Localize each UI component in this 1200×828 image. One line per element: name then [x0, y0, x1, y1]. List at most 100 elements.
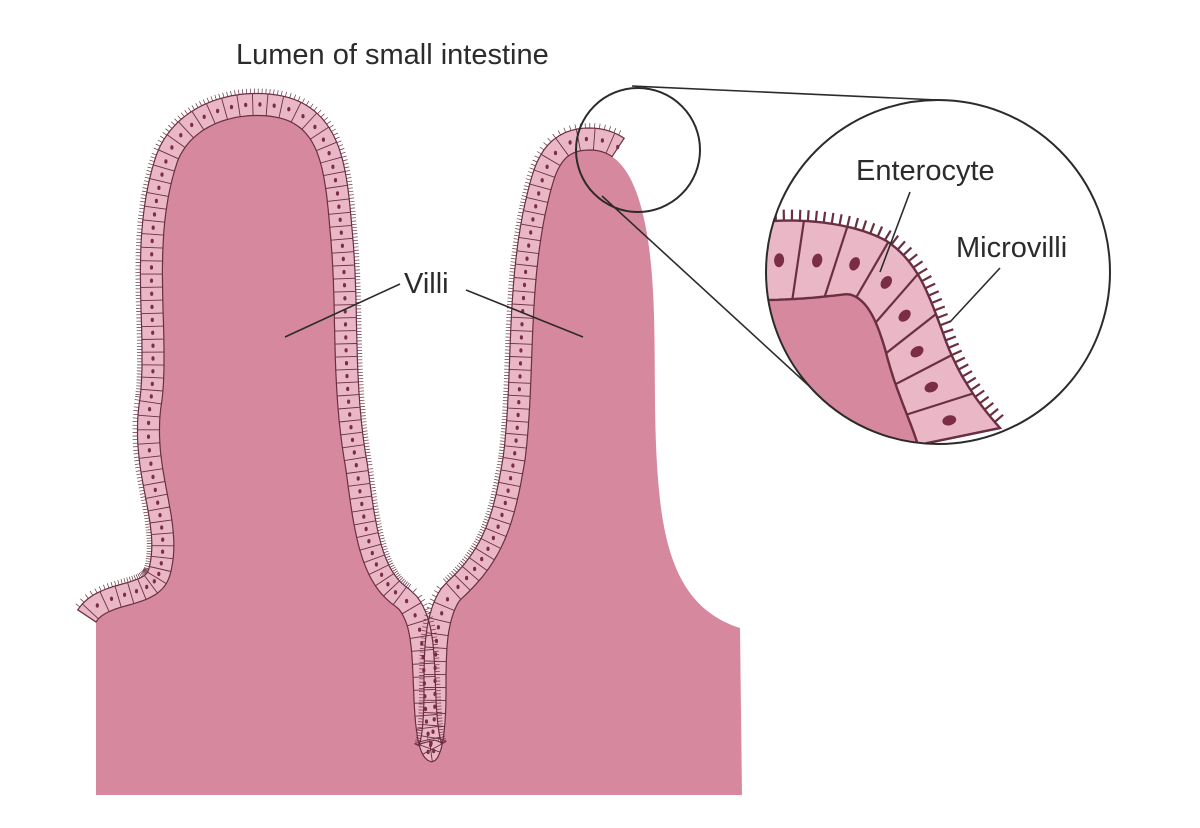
cell-nucleus [272, 103, 276, 108]
microvillus [350, 214, 356, 216]
cell-wall [515, 263, 538, 267]
microvillus [350, 210, 356, 213]
microvillus [563, 127, 567, 133]
microvillus [143, 568, 149, 571]
microvillus [145, 526, 151, 528]
magnified-microvillus [983, 402, 994, 411]
magnified-microvillus [945, 335, 957, 342]
microvillus [317, 109, 322, 115]
magnified-microvillus [921, 275, 932, 283]
cell-nucleus [486, 546, 490, 551]
cell-nucleus [352, 450, 356, 455]
cell-nucleus [518, 374, 522, 379]
cell-wall [145, 493, 168, 499]
cell-wall [363, 554, 385, 564]
microvillus [340, 151, 346, 155]
microvillus [94, 588, 98, 594]
microvillus [375, 517, 381, 520]
magnified-cell-wall [885, 313, 937, 355]
magnified-microvillus [993, 413, 1004, 423]
microvillus [431, 632, 437, 635]
cell-nucleus [150, 304, 154, 310]
cell-nucleus [360, 501, 364, 507]
cell-wall [422, 724, 445, 727]
cell-wall [151, 532, 174, 536]
microvillus [493, 482, 499, 484]
cell-nucleus [364, 526, 368, 532]
cell-nucleus [346, 386, 350, 392]
cell-wall [323, 170, 346, 177]
cell-wall [423, 712, 446, 714]
cell-nucleus [151, 330, 155, 335]
microvillus [362, 427, 368, 429]
microvillus [373, 505, 379, 508]
cell-nucleus [529, 230, 533, 235]
cell-wall [495, 493, 518, 500]
microvillus [199, 101, 203, 106]
cell-nucleus [190, 122, 194, 128]
microvillus [168, 124, 173, 129]
cell-nucleus [345, 373, 349, 379]
magnified-nucleus [924, 381, 939, 393]
microvillus [177, 115, 182, 120]
microvillus [297, 96, 301, 102]
microvillus [289, 92, 292, 99]
magnified-microvillus [924, 282, 936, 290]
microvillus [516, 221, 522, 224]
microvillus [436, 585, 442, 590]
microvillus [191, 105, 195, 110]
cell-nucleus [424, 719, 429, 724]
microvillus [382, 545, 387, 548]
cell-wall [359, 543, 382, 551]
magnified-microvillus [942, 328, 954, 334]
cell-wall [512, 290, 535, 293]
microvillus [569, 125, 572, 131]
microvillus [494, 479, 500, 481]
microvillus [513, 241, 519, 243]
microvillus [313, 106, 318, 111]
cell-wall [265, 93, 269, 116]
microvillus [404, 581, 408, 586]
microvillus [114, 580, 117, 586]
microvillus [422, 622, 428, 625]
cell-nucleus [157, 185, 161, 190]
microvillus [141, 190, 147, 193]
microvillus [98, 586, 102, 592]
microvillus [348, 190, 354, 193]
microvillus [140, 571, 144, 577]
cell-nucleus [370, 550, 374, 556]
cell-wall [480, 538, 501, 549]
magnified-microvillus [934, 305, 946, 312]
cell-wall [518, 236, 541, 242]
microvillus [369, 477, 375, 480]
cell-nucleus [340, 243, 344, 248]
microvillus [437, 723, 443, 725]
cell-nucleus [170, 145, 174, 150]
microvillus [512, 244, 518, 247]
magnified-microvillus [912, 260, 924, 269]
microvillus [230, 90, 232, 96]
cell-nucleus [356, 476, 360, 481]
cell-nucleus [202, 114, 206, 120]
microvillus [347, 187, 353, 189]
microvillus [195, 103, 199, 108]
cell-nucleus [367, 539, 371, 544]
microvillus [460, 560, 465, 565]
cell-nucleus [109, 596, 114, 601]
cell-wall [351, 508, 374, 513]
microvillus [133, 453, 139, 455]
microvillus [143, 567, 149, 570]
microvillus [529, 167, 535, 170]
microvillus [438, 731, 445, 733]
cell-wall [334, 343, 357, 345]
microvillus [371, 493, 377, 495]
microvillus [417, 739, 421, 745]
cell-wall [146, 191, 169, 197]
cell-wall [514, 277, 537, 280]
intestinal-tissue [96, 115, 742, 795]
microvillus [523, 188, 529, 191]
microvillus [518, 211, 524, 214]
microvillus [371, 496, 377, 498]
microvillus [146, 170, 152, 173]
microvillus [524, 185, 530, 188]
